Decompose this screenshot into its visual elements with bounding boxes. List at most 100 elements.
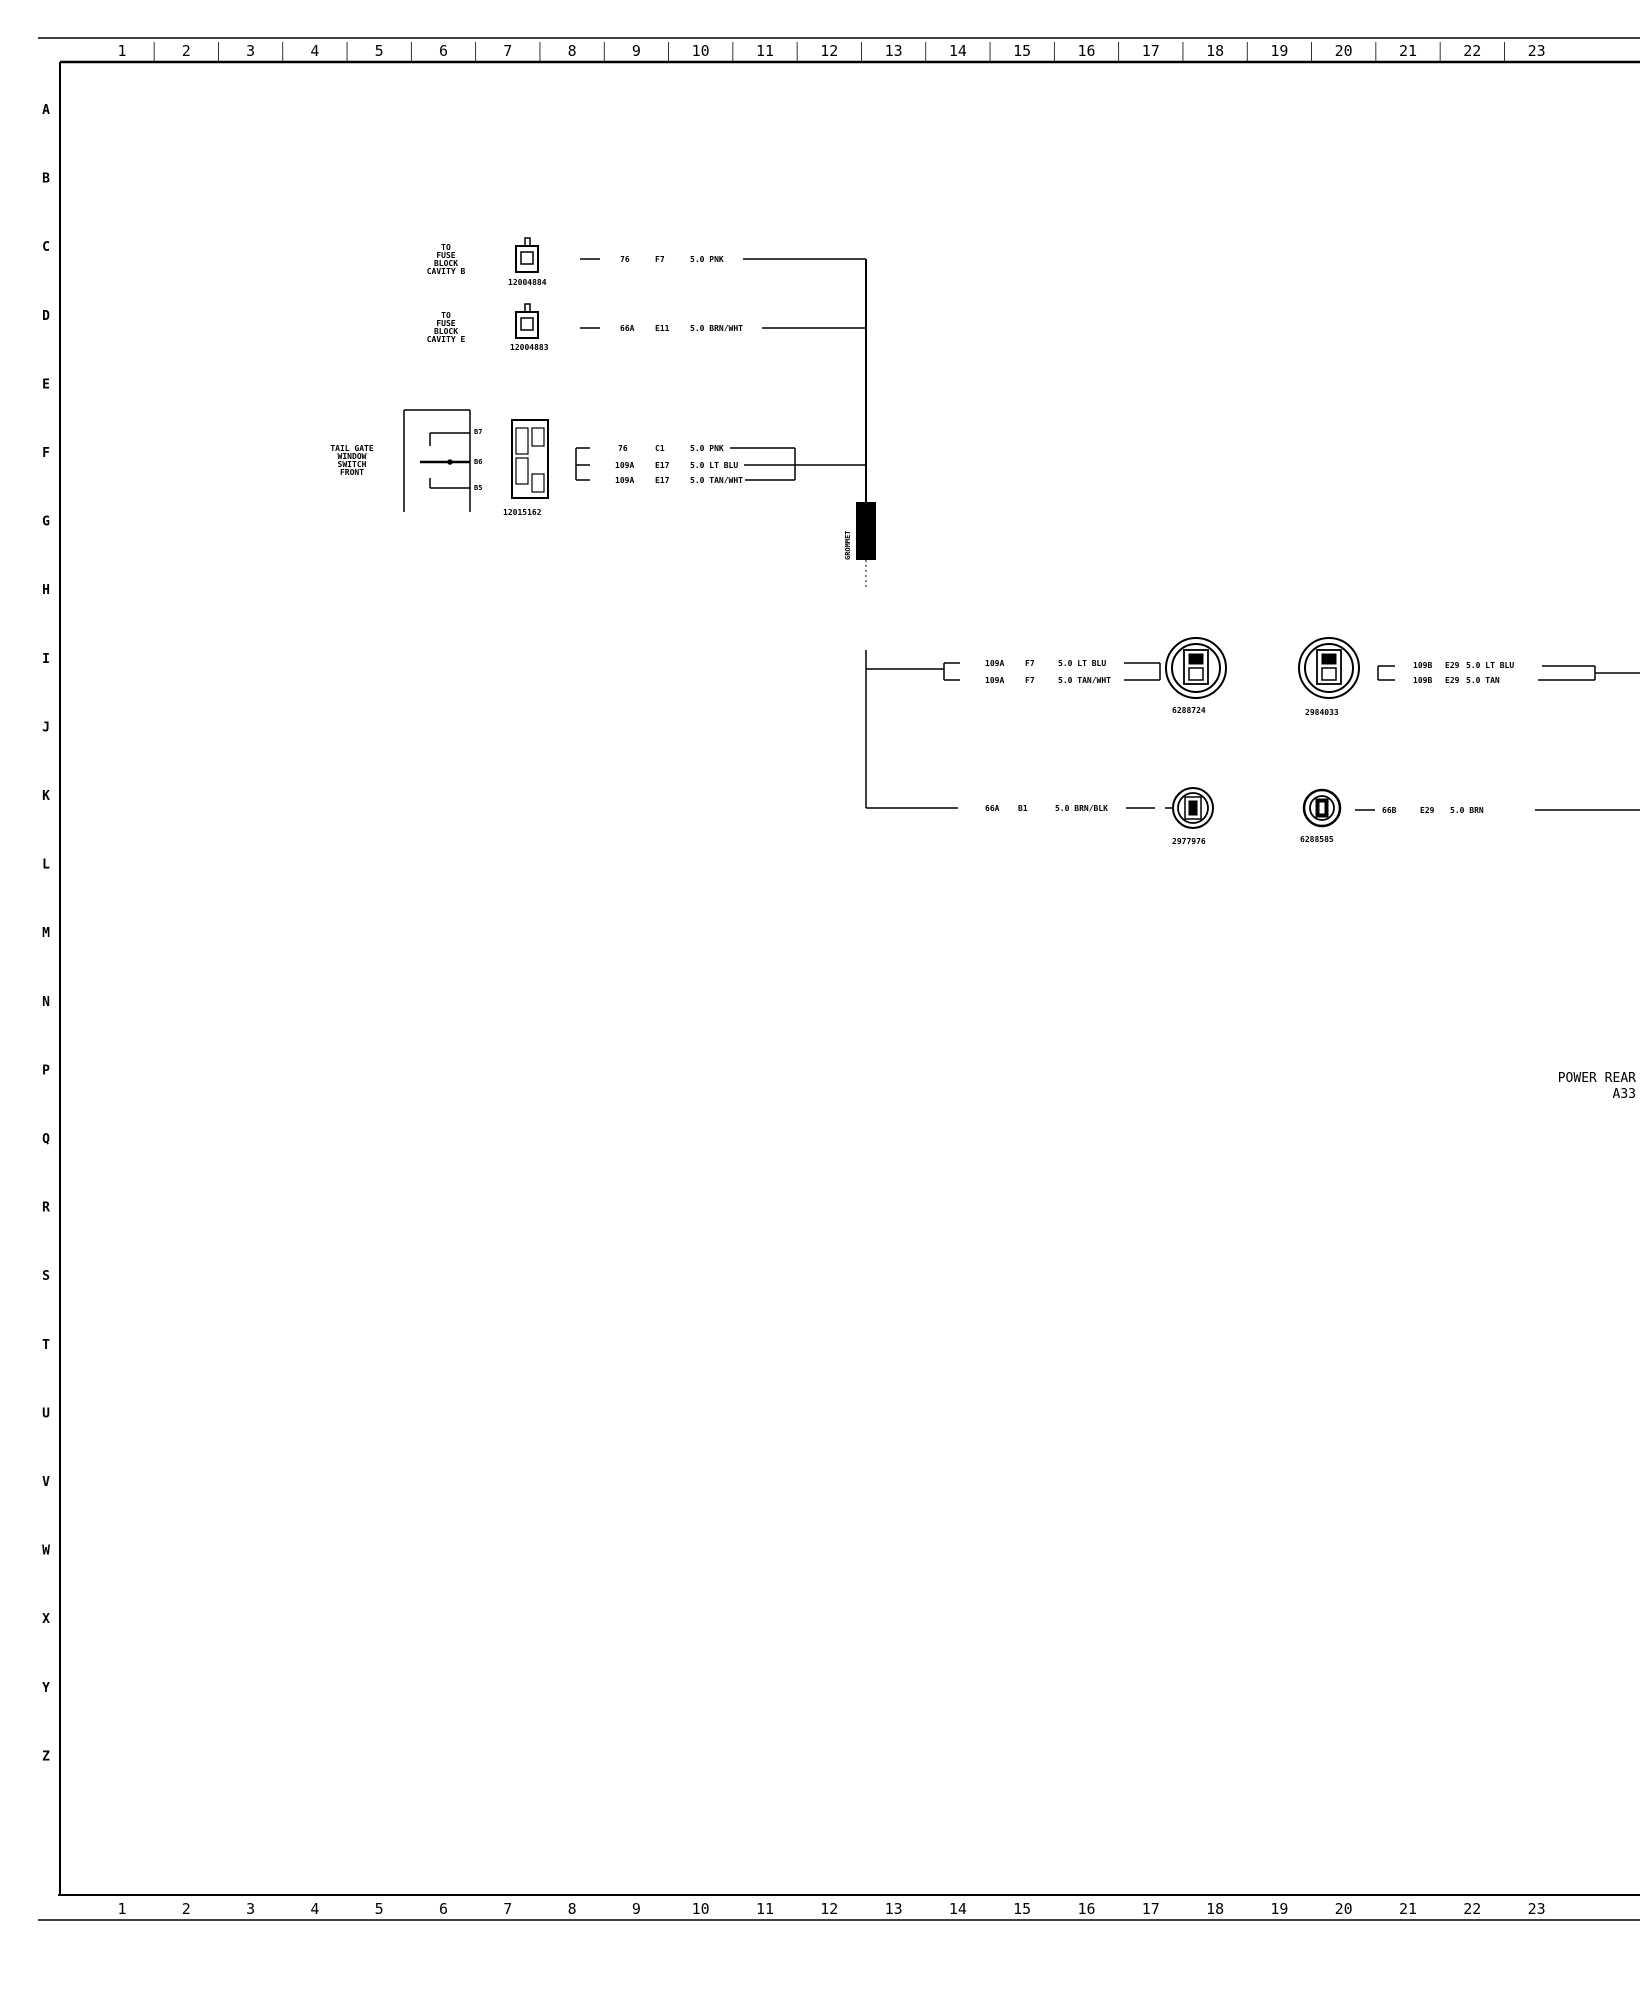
row-label: S [42,1269,50,1284]
col-label-top: 19 [1270,42,1288,60]
col-label-top: 11 [756,42,774,60]
svg-text:B5: B5 [474,484,482,492]
upper-harness-lines [575,258,867,502]
svg-text:F7: F7 [655,255,665,264]
svg-text:SWITCH: SWITCH [338,460,367,469]
col-label-top: 18 [1206,42,1224,60]
col-label-top: 7 [503,42,512,60]
svg-text:5.0 LT BLU: 5.0 LT BLU [1466,661,1514,670]
svg-text:B1: B1 [1018,804,1028,813]
svg-text:BLOCK: BLOCK [434,259,458,268]
round-connector-icon-3 [1165,787,1214,829]
col-label-top: 10 [692,42,710,60]
svg-text:5.0 LT BLU: 5.0 LT BLU [1058,659,1106,668]
svg-text:109A: 109A [615,461,634,470]
col-label-bottom: 21 [1399,1900,1417,1918]
svg-text:WINDOW: WINDOW [338,452,367,461]
svg-text:E29: E29 [1445,676,1460,685]
switch-connector-icon [511,419,549,499]
column-tick-marks-top [153,42,1505,62]
row-label: E [42,377,50,392]
title-block: POWER REAR A33 [1558,1071,1636,1102]
col-label-bottom: 14 [949,1900,967,1918]
svg-text:A33: A33 [1613,1087,1636,1102]
row-label: B [42,172,50,187]
col-label-bottom: 17 [1142,1900,1160,1918]
col-label-top: 3 [246,42,255,60]
switch-pin-labels: B7 B6 B5 [474,428,482,492]
row-label: T [42,1338,50,1353]
col-label-top: 22 [1463,42,1481,60]
svg-text:E17: E17 [655,461,670,470]
row-label: K [42,789,50,804]
col-label-bottom: 6 [439,1900,448,1918]
svg-text:5.0 BRN: 5.0 BRN [1450,806,1484,815]
col-label-bottom: 4 [310,1900,319,1918]
col-label-bottom: 9 [632,1900,641,1918]
row-label: Q [42,1132,50,1147]
row-label: V [42,1475,50,1490]
col-label-bottom: 10 [692,1900,710,1918]
wire-label-109a-e17-lt-blu: 109A E17 5.0 LT BLU [615,461,738,470]
wire-label-66a-b1: 66A B1 5.0 BRN/BLK [985,804,1108,813]
row-label: J [42,720,50,735]
row-label: P [42,1063,50,1078]
wire-label-109a-f7-tan-wht: 109A F7 5.0 TAN/WHT [985,676,1111,685]
col-label-top: 17 [1142,42,1160,60]
col-label-top: 20 [1335,42,1353,60]
col-label-bottom: 2 [182,1900,191,1918]
col-label-bottom: 13 [885,1900,903,1918]
row-label: Z [42,1749,50,1764]
svg-text:E11: E11 [655,324,670,333]
round-connector-part-number-3: 2977976 [1172,837,1206,846]
svg-text:BLOCK: BLOCK [434,327,458,336]
row-label: H [42,583,50,598]
svg-text:TO: TO [441,243,451,252]
svg-text:E29: E29 [1420,806,1435,815]
svg-text:E29: E29 [1445,661,1460,670]
svg-text:109A: 109A [985,659,1004,668]
svg-text:76: 76 [618,444,628,453]
col-label-bottom: 23 [1528,1900,1546,1918]
svg-text:5.0 PNK: 5.0 PNK [690,444,724,453]
col-label-top: 13 [885,42,903,60]
row-label: G [42,515,50,530]
svg-text:B6: B6 [474,458,482,466]
col-label-top: 5 [375,42,384,60]
svg-text:CAVITY B: CAVITY B [427,267,466,276]
svg-text:66A: 66A [620,324,635,333]
lower-harness-lines [865,650,1640,811]
col-label-top: 23 [1528,42,1546,60]
svg-text:5.0 TAN/WHT: 5.0 TAN/WHT [1058,676,1111,685]
row-label: N [42,995,50,1010]
svg-text:B7: B7 [474,428,482,436]
col-label-bottom: 1 [117,1900,126,1918]
svg-text:66B: 66B [1382,806,1397,815]
svg-text:109B: 109B [1413,676,1432,685]
fuse-block-cavity-b-label: TO FUSE BLOCK CAVITY B [427,243,466,276]
wire-label-76-c1: 76 C1 5.0 PNK [618,444,724,453]
col-label-bottom: 8 [568,1900,577,1918]
wire-label-109b-e29-tan: 109B E29 5.0 TAN [1413,676,1500,685]
col-label-bottom: 22 [1463,1900,1481,1918]
col-label-bottom: 18 [1206,1900,1224,1918]
svg-text:F7: F7 [1025,659,1035,668]
row-label: W [42,1544,50,1559]
row-label: Y [42,1681,50,1696]
tail-gate-switch-label: TAIL GATE WINDOW SWITCH FRONT [330,444,374,477]
grommet-label: GROMMET [844,530,852,560]
row-label: R [42,1201,50,1216]
round-connector-icon-4 [1302,788,1342,828]
wire-label-66a-e11: 66A E11 5.0 BRN/WHT [620,324,743,333]
svg-text:FRONT: FRONT [340,468,364,477]
fuse-connector-part-number-1: 12004884 [508,278,547,287]
col-label-top: 2 [182,42,191,60]
svg-text:66A: 66A [985,804,1000,813]
col-label-top: 16 [1077,42,1095,60]
grommet-symbol [856,502,876,560]
round-connector-icon-1 [1165,637,1227,699]
wire-label-66b-e29: 66B E29 5.0 BRN [1382,806,1484,815]
tail-gate-switch-symbol [403,409,471,512]
